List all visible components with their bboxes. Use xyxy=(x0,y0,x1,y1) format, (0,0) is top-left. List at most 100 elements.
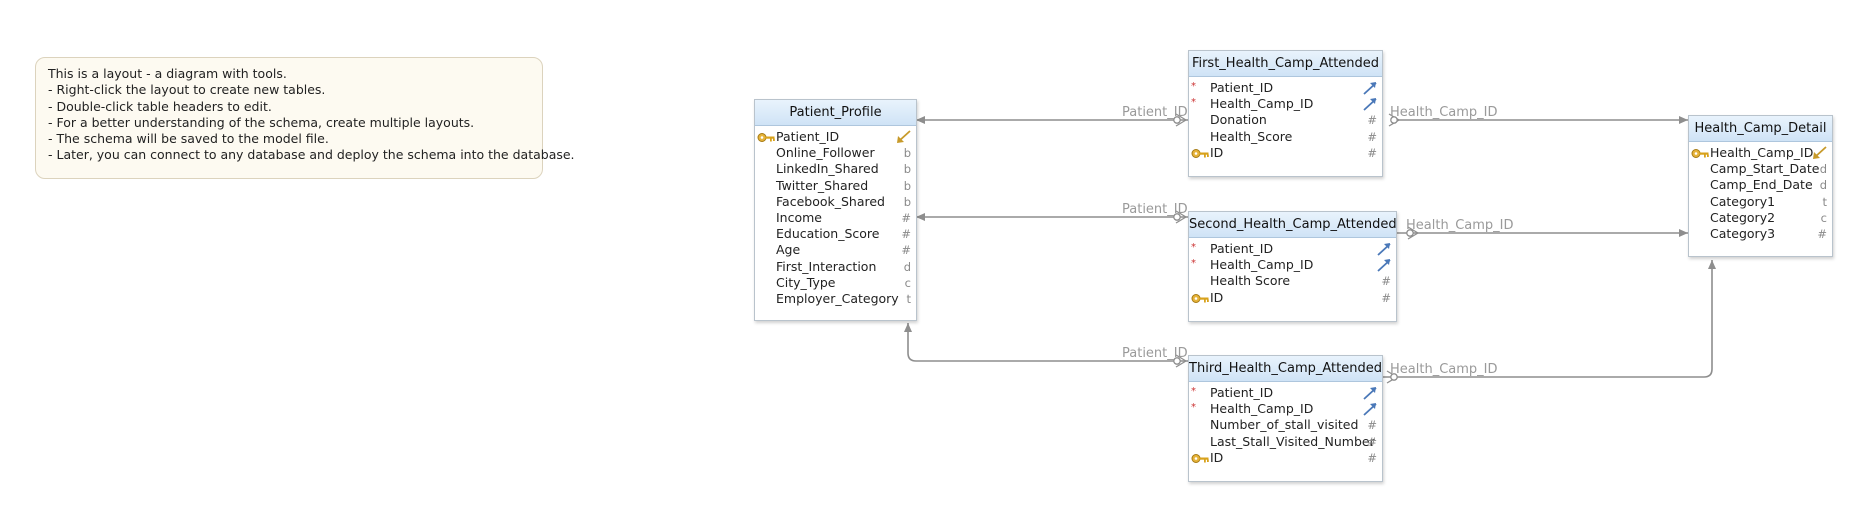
required-marker: * xyxy=(1191,81,1196,92)
column-row[interactable]: *Patient_ID xyxy=(1189,241,1396,257)
connector-label-third-patient: Patient_ID xyxy=(1122,346,1188,361)
connector-second-camp[interactable]: Health_Camp_ID xyxy=(1397,218,1688,240)
table-header[interactable]: Second_Health_Camp_Attended xyxy=(1189,212,1396,238)
column-row[interactable]: Health_Camp_ID xyxy=(1689,145,1832,161)
column-name: Number_of_stall_visited xyxy=(1210,417,1359,433)
column-row[interactable]: Health Score# xyxy=(1189,273,1396,289)
column-row[interactable]: Number_of_stall_visited # xyxy=(1189,417,1382,433)
table-header[interactable]: Patient_Profile xyxy=(755,100,916,126)
note-line: This is a layout - a diagram with tools. xyxy=(48,66,287,81)
required-marker: * xyxy=(1191,242,1196,253)
connector-first-camp[interactable]: Health_Camp_ID xyxy=(1388,105,1688,127)
connector-third-camp[interactable]: Health_Camp_ID xyxy=(1383,260,1716,384)
column-type: # xyxy=(1381,290,1391,305)
column-name: Health_Camp_ID xyxy=(1210,96,1314,112)
column-row[interactable]: ID# xyxy=(1189,145,1382,161)
column-name: Donation xyxy=(1210,112,1267,128)
column-row[interactable]: LinkedIn_Shared b xyxy=(755,161,916,177)
note-line: - For a better understanding of the sche… xyxy=(48,114,475,130)
column-row[interactable]: Donation # xyxy=(1189,112,1382,128)
column-type: # xyxy=(1367,113,1377,128)
column-row[interactable]: *Health_Camp_ID xyxy=(1189,401,1382,417)
column-name: Twitter_Shared xyxy=(776,177,869,193)
column-row[interactable]: Last_Stall_Visited_Number# xyxy=(1189,434,1382,450)
table-first-health-camp-attended[interactable]: First_Health_Camp_Attended * Patient_ID * H… xyxy=(1188,50,1383,177)
table-second-health-camp-attended[interactable]: Second_Health_Camp_Attended *Patient_ID*… xyxy=(1188,211,1397,322)
column-row[interactable]: Health_Score# xyxy=(1189,129,1382,145)
connector-third-patient[interactable]: Patient_ID xyxy=(904,323,1188,368)
column-name: Camp_Start_Date xyxy=(1710,161,1820,177)
column-type: d xyxy=(1819,162,1827,177)
connector-second-patient[interactable]: Patient_ID xyxy=(916,202,1188,224)
column-row[interactable]: Category3 # xyxy=(1689,226,1832,242)
connector-label-second-camp: Health_Camp_ID xyxy=(1406,218,1514,233)
column-name: Patient_ID xyxy=(1210,385,1274,400)
column-type: b xyxy=(903,162,911,177)
column-type: b xyxy=(903,146,911,161)
table-header[interactable]: Health_Camp_Detail xyxy=(1689,116,1832,142)
column-row[interactable]: Education_Score # xyxy=(755,226,916,242)
connector-label-second-patient: Patient_ID xyxy=(1122,202,1188,217)
column-name: ID xyxy=(1210,449,1224,465)
connector-first-patient[interactable]: Patient_ID xyxy=(916,105,1188,127)
column-name: First_Interaction xyxy=(776,258,877,274)
connector-label-third-camp: Health_Camp_ID xyxy=(1390,362,1498,377)
column-type: # xyxy=(1367,418,1377,433)
column-name: Category1 xyxy=(1710,193,1776,209)
table-third-health-camp-attended[interactable]: Third_Health_Camp_Attended *Patient_ID*H… xyxy=(1188,355,1383,482)
column-row[interactable]: Age # xyxy=(755,242,916,258)
column-name: LinkedIn_Shared xyxy=(776,161,879,177)
column-name: Age xyxy=(776,242,801,258)
column-row[interactable]: ID# xyxy=(1189,290,1396,306)
column-row[interactable]: Income# xyxy=(755,210,916,226)
column-name: Last_Stall_Visited_Number xyxy=(1210,433,1375,449)
column-type: # xyxy=(901,243,911,258)
column-name: Category2 xyxy=(1710,209,1776,225)
column-type: b xyxy=(903,194,911,209)
column-type: # xyxy=(1817,226,1827,241)
column-type: # xyxy=(901,227,911,242)
required-marker: * xyxy=(1191,258,1196,270)
table-header[interactable]: Third_Health_Camp_Attended xyxy=(1189,356,1382,382)
column-row[interactable]: Patient_ID xyxy=(755,129,916,145)
note-line: - Later, you can connect to any database… xyxy=(48,147,575,163)
column-name: ID xyxy=(1210,144,1224,160)
column-name: Education_Score xyxy=(776,226,880,242)
required-marker: * xyxy=(1191,97,1196,109)
column-type: d xyxy=(1819,178,1827,193)
column-row[interactable]: * Health_Camp_ID xyxy=(1189,96,1382,112)
note-line: - Double-click table headers to edit. xyxy=(48,98,272,114)
column-name: Category3 xyxy=(1710,225,1776,241)
layout-help-note[interactable]: This is a layout - a diagram with tools.… xyxy=(35,57,575,179)
column-row[interactable]: * Patient_ID xyxy=(1189,80,1382,96)
column-type: c xyxy=(904,275,911,290)
table-header[interactable]: First_Health_Camp_Attended xyxy=(1189,51,1382,77)
column-name: Employer_Category xyxy=(776,290,899,306)
column-name: Patient_ID xyxy=(1210,80,1274,95)
column-type: # xyxy=(1381,274,1391,289)
note-line: - The schema will be saved to the model … xyxy=(48,131,329,147)
column-row[interactable]: Category1 t xyxy=(1689,194,1832,210)
column-row[interactable]: *Patient_ID xyxy=(1189,385,1382,401)
column-type: t xyxy=(1822,194,1827,209)
column-row[interactable]: ID# xyxy=(1189,450,1382,466)
column-row[interactable]: *Health_Camp_ID xyxy=(1189,257,1396,273)
